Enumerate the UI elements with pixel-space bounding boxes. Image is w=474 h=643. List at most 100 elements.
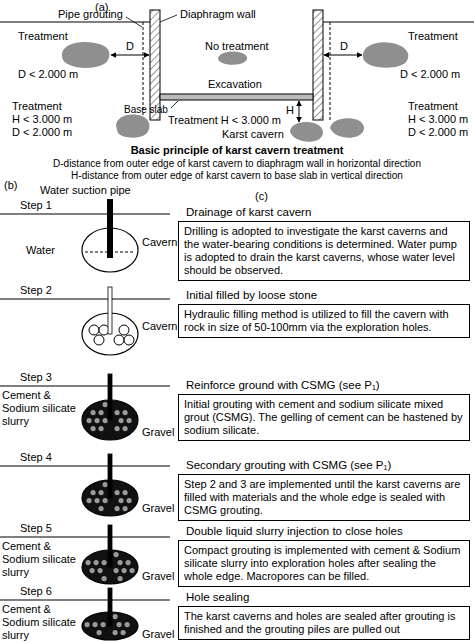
gravel bbox=[119, 325, 129, 335]
gravel bbox=[121, 630, 126, 635]
karst-cavern bbox=[330, 118, 364, 137]
gravel bbox=[94, 560, 99, 565]
gravel bbox=[103, 402, 108, 407]
step-description: The karst caverns and holes are sealed a… bbox=[178, 606, 470, 640]
annotation: Step 1 bbox=[20, 199, 52, 212]
annotation: Excavation bbox=[208, 78, 262, 91]
panel-letter: (c) bbox=[255, 190, 268, 203]
dimension-arrow bbox=[324, 55, 362, 56]
annotation: Gravel bbox=[142, 502, 174, 515]
gravel bbox=[86, 560, 91, 565]
panel-letter: (b) bbox=[4, 179, 17, 192]
annotation: Water bbox=[26, 244, 55, 257]
gravel bbox=[119, 498, 124, 503]
annotation: Step 6 bbox=[20, 585, 52, 598]
gravel bbox=[115, 410, 120, 415]
annotation: Step 5 bbox=[20, 522, 52, 535]
step-box: Reinforce ground with CSMG (see P₁)Initi… bbox=[178, 378, 470, 441]
dimension-arrow bbox=[111, 55, 149, 56]
annotation: Pipe grouting bbox=[58, 8, 123, 21]
diaphragm-wall bbox=[313, 10, 323, 120]
step-heading: Hole sealing bbox=[178, 590, 470, 606]
gravel bbox=[124, 335, 134, 345]
annotation: H-distance from outer edge of karst cave… bbox=[0, 169, 474, 182]
karst-cavern bbox=[116, 114, 149, 137]
gravel bbox=[91, 490, 96, 495]
gravel bbox=[125, 622, 130, 627]
gravel bbox=[114, 568, 119, 573]
ground-line bbox=[0, 536, 170, 537]
pipe-grouting bbox=[330, 22, 331, 122]
ground-line bbox=[0, 465, 170, 466]
gravel bbox=[98, 568, 103, 573]
annotation: Treatment bbox=[12, 100, 62, 113]
ground-line bbox=[0, 298, 170, 299]
grouting-pipe bbox=[108, 525, 112, 567]
annotation: Diaphragm wall bbox=[180, 8, 256, 21]
gravel bbox=[95, 418, 100, 423]
annotation: Water suction pipe bbox=[40, 184, 131, 197]
figure-title: Basic principle of karst cavern treatmen… bbox=[0, 144, 474, 157]
gravel bbox=[117, 622, 122, 627]
gravel bbox=[123, 410, 128, 415]
annotation: Gravel bbox=[142, 426, 174, 439]
gravel bbox=[114, 335, 124, 345]
step-heading: Secondary grouting with CSMG (see P₁) bbox=[178, 458, 470, 474]
annotation: Cement & Sodium silicate slurry bbox=[2, 540, 86, 579]
annotation: Gravel bbox=[142, 570, 174, 583]
annotation: Treatment bbox=[18, 30, 68, 43]
gravel bbox=[113, 630, 118, 635]
gravel bbox=[89, 325, 99, 335]
step-heading: Initial filled by loose stone bbox=[178, 288, 470, 304]
annotation: D bbox=[126, 40, 134, 53]
gravel bbox=[95, 498, 100, 503]
gravel bbox=[122, 568, 127, 573]
base-slab bbox=[160, 94, 313, 100]
grouting-pipe bbox=[108, 374, 112, 420]
gravel bbox=[102, 560, 107, 565]
annotation: Cement & Sodium silicate slurry bbox=[2, 389, 86, 428]
step-description: Initial grouting with cement and sodium … bbox=[178, 394, 470, 441]
step-box: Hole sealingThe karst caverns and holes … bbox=[178, 590, 470, 640]
step-box: Secondary grouting with CSMG (see P₁)Ste… bbox=[178, 458, 470, 521]
annotation: Treatment H < 3.000 m bbox=[168, 114, 281, 127]
grouting-pipe bbox=[108, 588, 112, 626]
gravel bbox=[101, 622, 106, 627]
annotation: H < 3.000 m bbox=[12, 113, 72, 126]
ground-line bbox=[0, 599, 170, 600]
gravel bbox=[103, 498, 108, 503]
section-a bbox=[0, 10, 474, 142]
step-heading: Drainage of karst cavern bbox=[178, 205, 470, 221]
gravel bbox=[85, 622, 90, 627]
annotation: Treatment bbox=[408, 30, 458, 43]
grouting-pipe bbox=[108, 287, 112, 334]
gravel bbox=[90, 568, 95, 573]
step-illustration bbox=[0, 199, 170, 272]
gravel bbox=[93, 622, 98, 627]
step-description: Compact grouting is implemented with cem… bbox=[178, 540, 470, 587]
gravel bbox=[103, 418, 108, 423]
annotation: D < 2.000 m bbox=[18, 68, 78, 81]
annotation: D < 2.000 m bbox=[408, 126, 468, 139]
leader-line bbox=[160, 15, 177, 22]
annotation: Step 4 bbox=[20, 451, 52, 464]
step-description: Step 2 and 3 are implemented until the k… bbox=[178, 474, 470, 521]
gravel bbox=[123, 506, 128, 511]
annotation: Karst cavern bbox=[222, 128, 284, 141]
ground-line bbox=[0, 213, 170, 214]
gravel bbox=[97, 630, 102, 635]
annotation: Cavern bbox=[142, 320, 177, 333]
ground-line bbox=[323, 21, 474, 22]
gravel bbox=[91, 410, 96, 415]
gravel bbox=[130, 568, 135, 573]
gravel bbox=[99, 325, 109, 335]
gravel bbox=[99, 506, 104, 511]
diaphragm-wall bbox=[150, 10, 160, 120]
gravel bbox=[119, 418, 124, 423]
annotation: Cavern bbox=[142, 236, 177, 249]
gravel bbox=[91, 426, 96, 431]
gravel bbox=[103, 482, 108, 487]
ground-line bbox=[0, 385, 170, 386]
gravel bbox=[99, 426, 104, 431]
